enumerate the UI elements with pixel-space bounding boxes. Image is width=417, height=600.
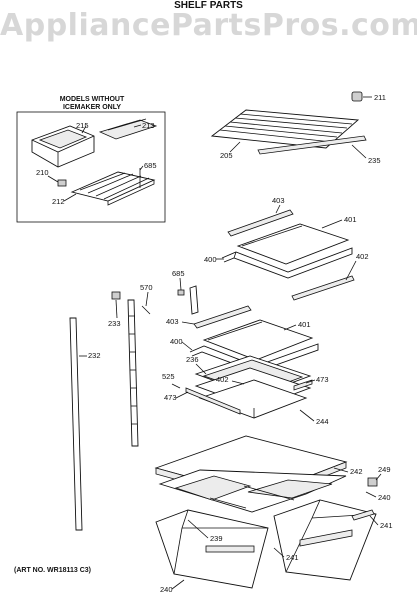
slide-473-left [185,387,241,415]
callout-570: 570 [140,283,153,292]
callout-473-left: 473 [164,393,177,402]
callout-685: 685 [172,269,185,278]
callout-211: 211 [374,93,386,102]
callout-400-lower: 400 [170,337,183,346]
crisper-pan-right [273,499,377,581]
callout-525: 525 [162,372,175,381]
inset-heading-1: MODELS WITHOUT [60,96,125,103]
glass-shelf-401-upper [236,223,350,265]
pan-rail-241 [351,509,375,521]
callout-403-lower: 403 [166,317,179,326]
part-ice-rack [70,168,156,206]
shelf-trim-403-upper [227,209,294,237]
callout-402-upper: 402 [356,252,369,261]
shelf-trim-403-lower [193,305,252,329]
callout-241-center: 241 [286,553,299,562]
screw-570 [141,305,151,315]
callout-242: 242 [350,467,363,476]
clip-233 [111,291,121,300]
shelf-trim-235 [257,135,367,155]
shelf-trim-402-upper [291,275,355,301]
callout-205: 205 [220,151,233,160]
callout-241-right: 241 [380,521,393,530]
screw-525 [171,383,181,389]
part-bracket-210 [57,179,67,187]
callout-401-upper: 401 [344,215,357,224]
callout-244: 244 [316,417,329,426]
page-title: SHELF PARTS [174,0,243,11]
rail-ladder-center [127,299,139,447]
callout-400-upper: 400 [204,255,217,264]
callout-240-left: 240 [160,585,173,594]
callout-403-upper: 403 [272,196,285,205]
crisper-frame-239 [158,469,347,513]
callout-401-lower: 401 [298,320,311,329]
callout-402-lower: 402 [216,375,229,384]
part-ice-tray [98,118,158,140]
inset-heading-2: ICEMAKER ONLY [63,104,121,111]
bracket-249 [367,477,378,487]
callout-210: 210 [36,168,49,177]
callout-239: 239 [210,534,223,543]
callout-213: 213 [142,121,155,130]
bracket-685 [177,285,199,315]
callout-212: 212 [52,197,65,206]
callout-232: 232 [88,351,101,360]
part-ice-bucket [31,125,95,168]
shelf-frame-400-upper [221,247,353,279]
callout-240-right: 240 [378,493,391,502]
crisper-pan-left [155,509,269,589]
cap-211 [351,91,363,102]
art-number: (ART NO. WR18113 C3) [14,567,91,574]
callout-685-inset: 685 [144,161,157,170]
cover-panel-244 [194,367,312,419]
rail-232 [69,317,83,531]
callout-215: 215 [76,121,89,130]
wire-shelf-205 [210,109,360,149]
callout-249: 249 [378,465,391,474]
callout-235: 235 [368,156,381,165]
callout-236: 236 [186,355,199,364]
callout-473-right: 473 [316,375,329,384]
inset-box: MODELS WITHOUT ICEMAKER ONLY [16,96,166,223]
callout-233: 233 [108,319,121,328]
